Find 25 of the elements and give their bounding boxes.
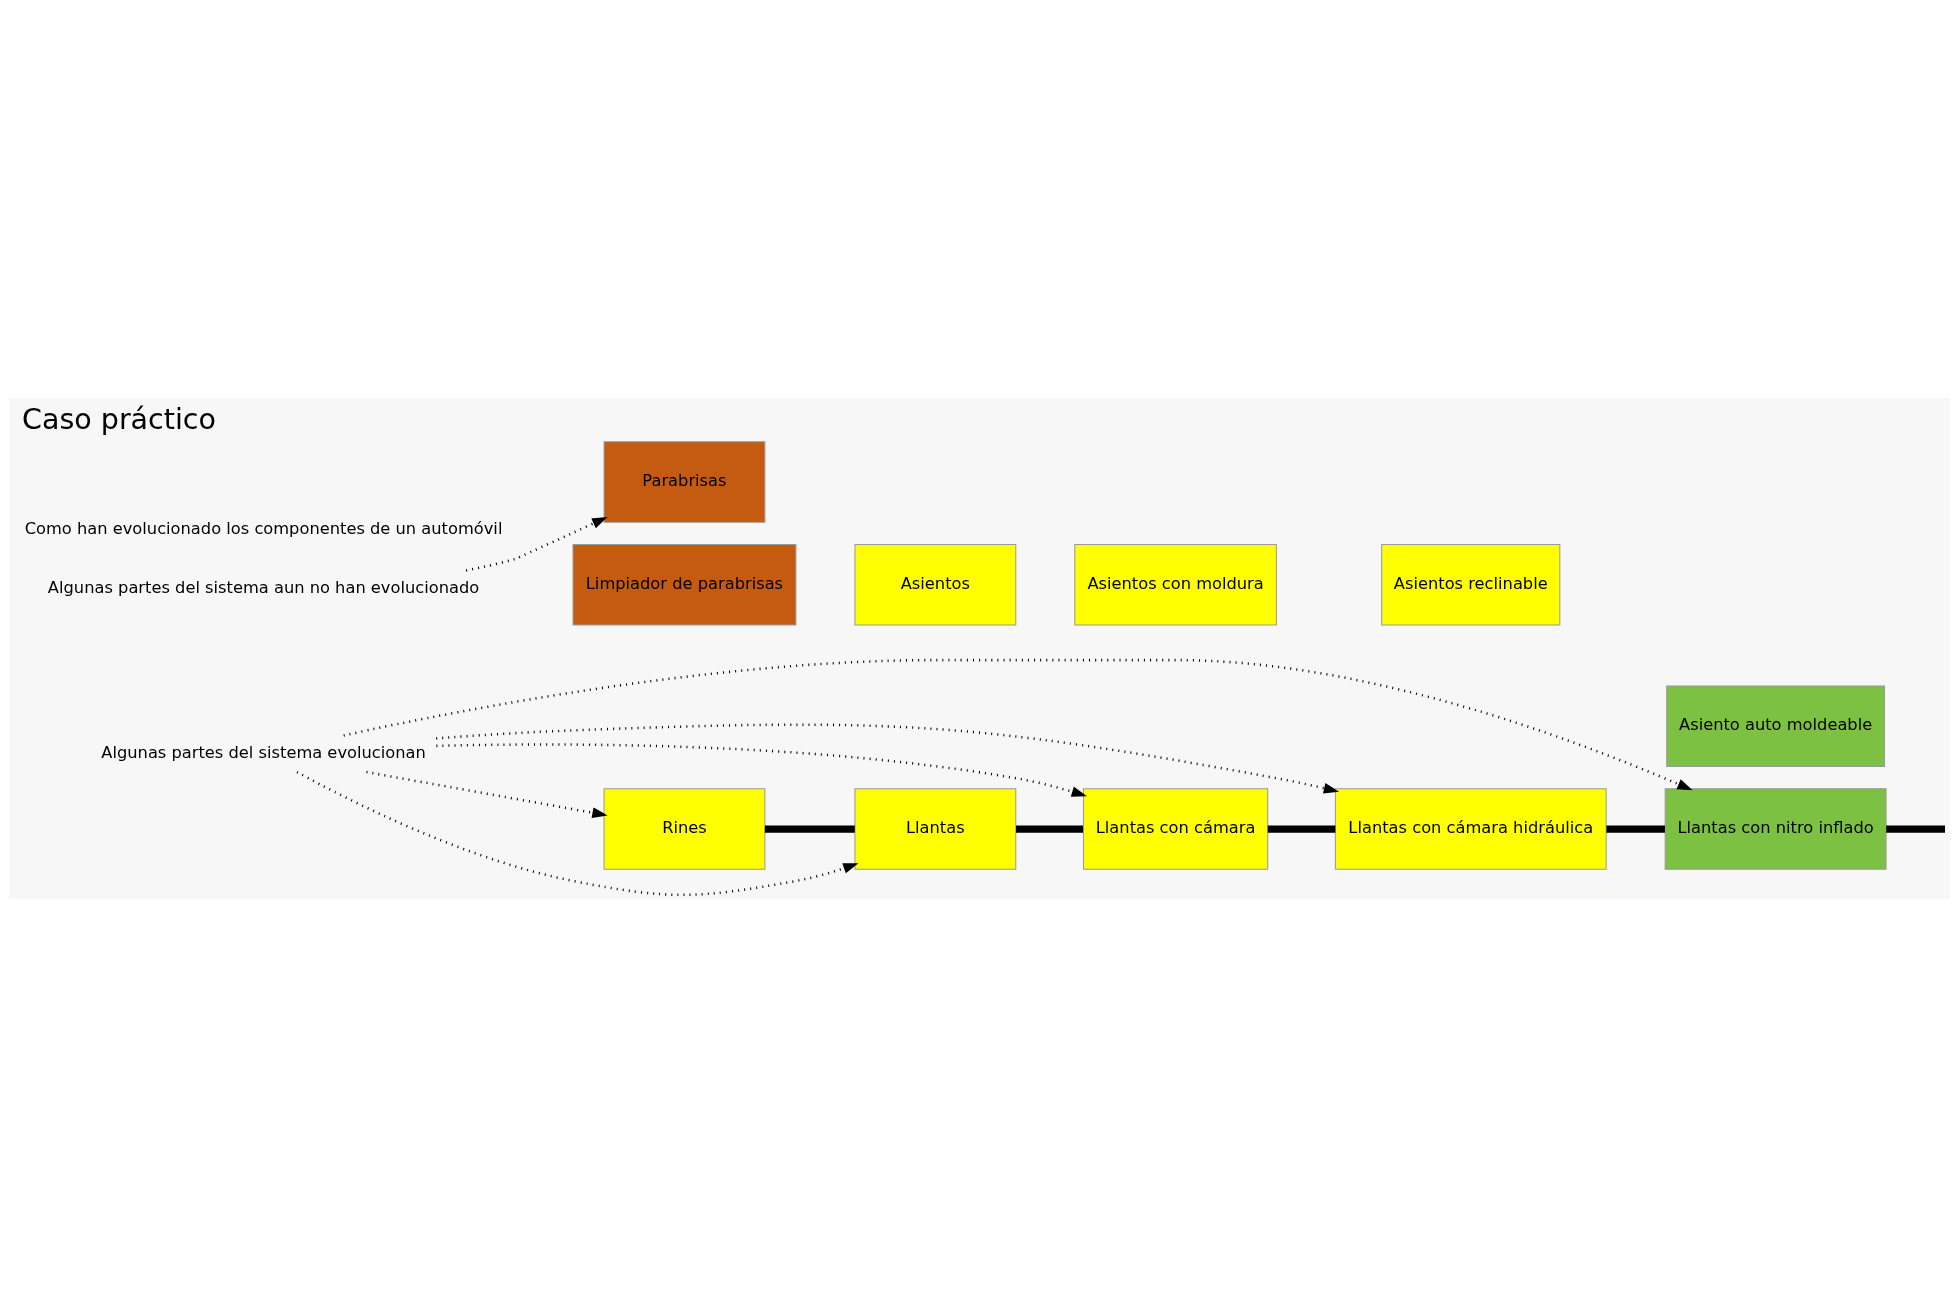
node-box: Llantas con nitro inflado bbox=[1664, 787, 1887, 870]
connector bbox=[1606, 825, 1665, 833]
arrow bbox=[465, 516, 608, 572]
node-box: Llantas con cámara hidráulica bbox=[1334, 787, 1607, 870]
node-text: Algunas partes del sistema aun no han evolucionado bbox=[47, 577, 480, 597]
node-box: Llantas bbox=[854, 787, 1017, 870]
arrow bbox=[296, 770, 859, 896]
connector bbox=[764, 825, 855, 833]
arrow bbox=[436, 742, 1087, 797]
diagram-title: Caso práctico bbox=[22, 402, 216, 436]
node-box: Llantas con cámara bbox=[1082, 787, 1269, 870]
arrow bbox=[366, 770, 608, 818]
arrow bbox=[343, 658, 1693, 790]
connector bbox=[1267, 825, 1336, 833]
node-box: Asientos reclinable bbox=[1381, 543, 1561, 625]
label: Como han evolucionado los componentes de un automóvil bbox=[24, 518, 503, 538]
node-box: Limpiador de parabrisas bbox=[572, 543, 797, 625]
node-text: Algunas partes del sistema evolucionan bbox=[101, 742, 426, 762]
node-box: Rines bbox=[603, 787, 766, 870]
node-box: Parabrisas bbox=[603, 440, 766, 523]
arrow bbox=[436, 723, 1340, 793]
node-box: Asientos con moldura bbox=[1074, 543, 1277, 625]
node-box: Asiento auto moldeable bbox=[1666, 685, 1886, 767]
node-box: Asientos bbox=[854, 543, 1017, 625]
connector bbox=[1016, 825, 1084, 833]
